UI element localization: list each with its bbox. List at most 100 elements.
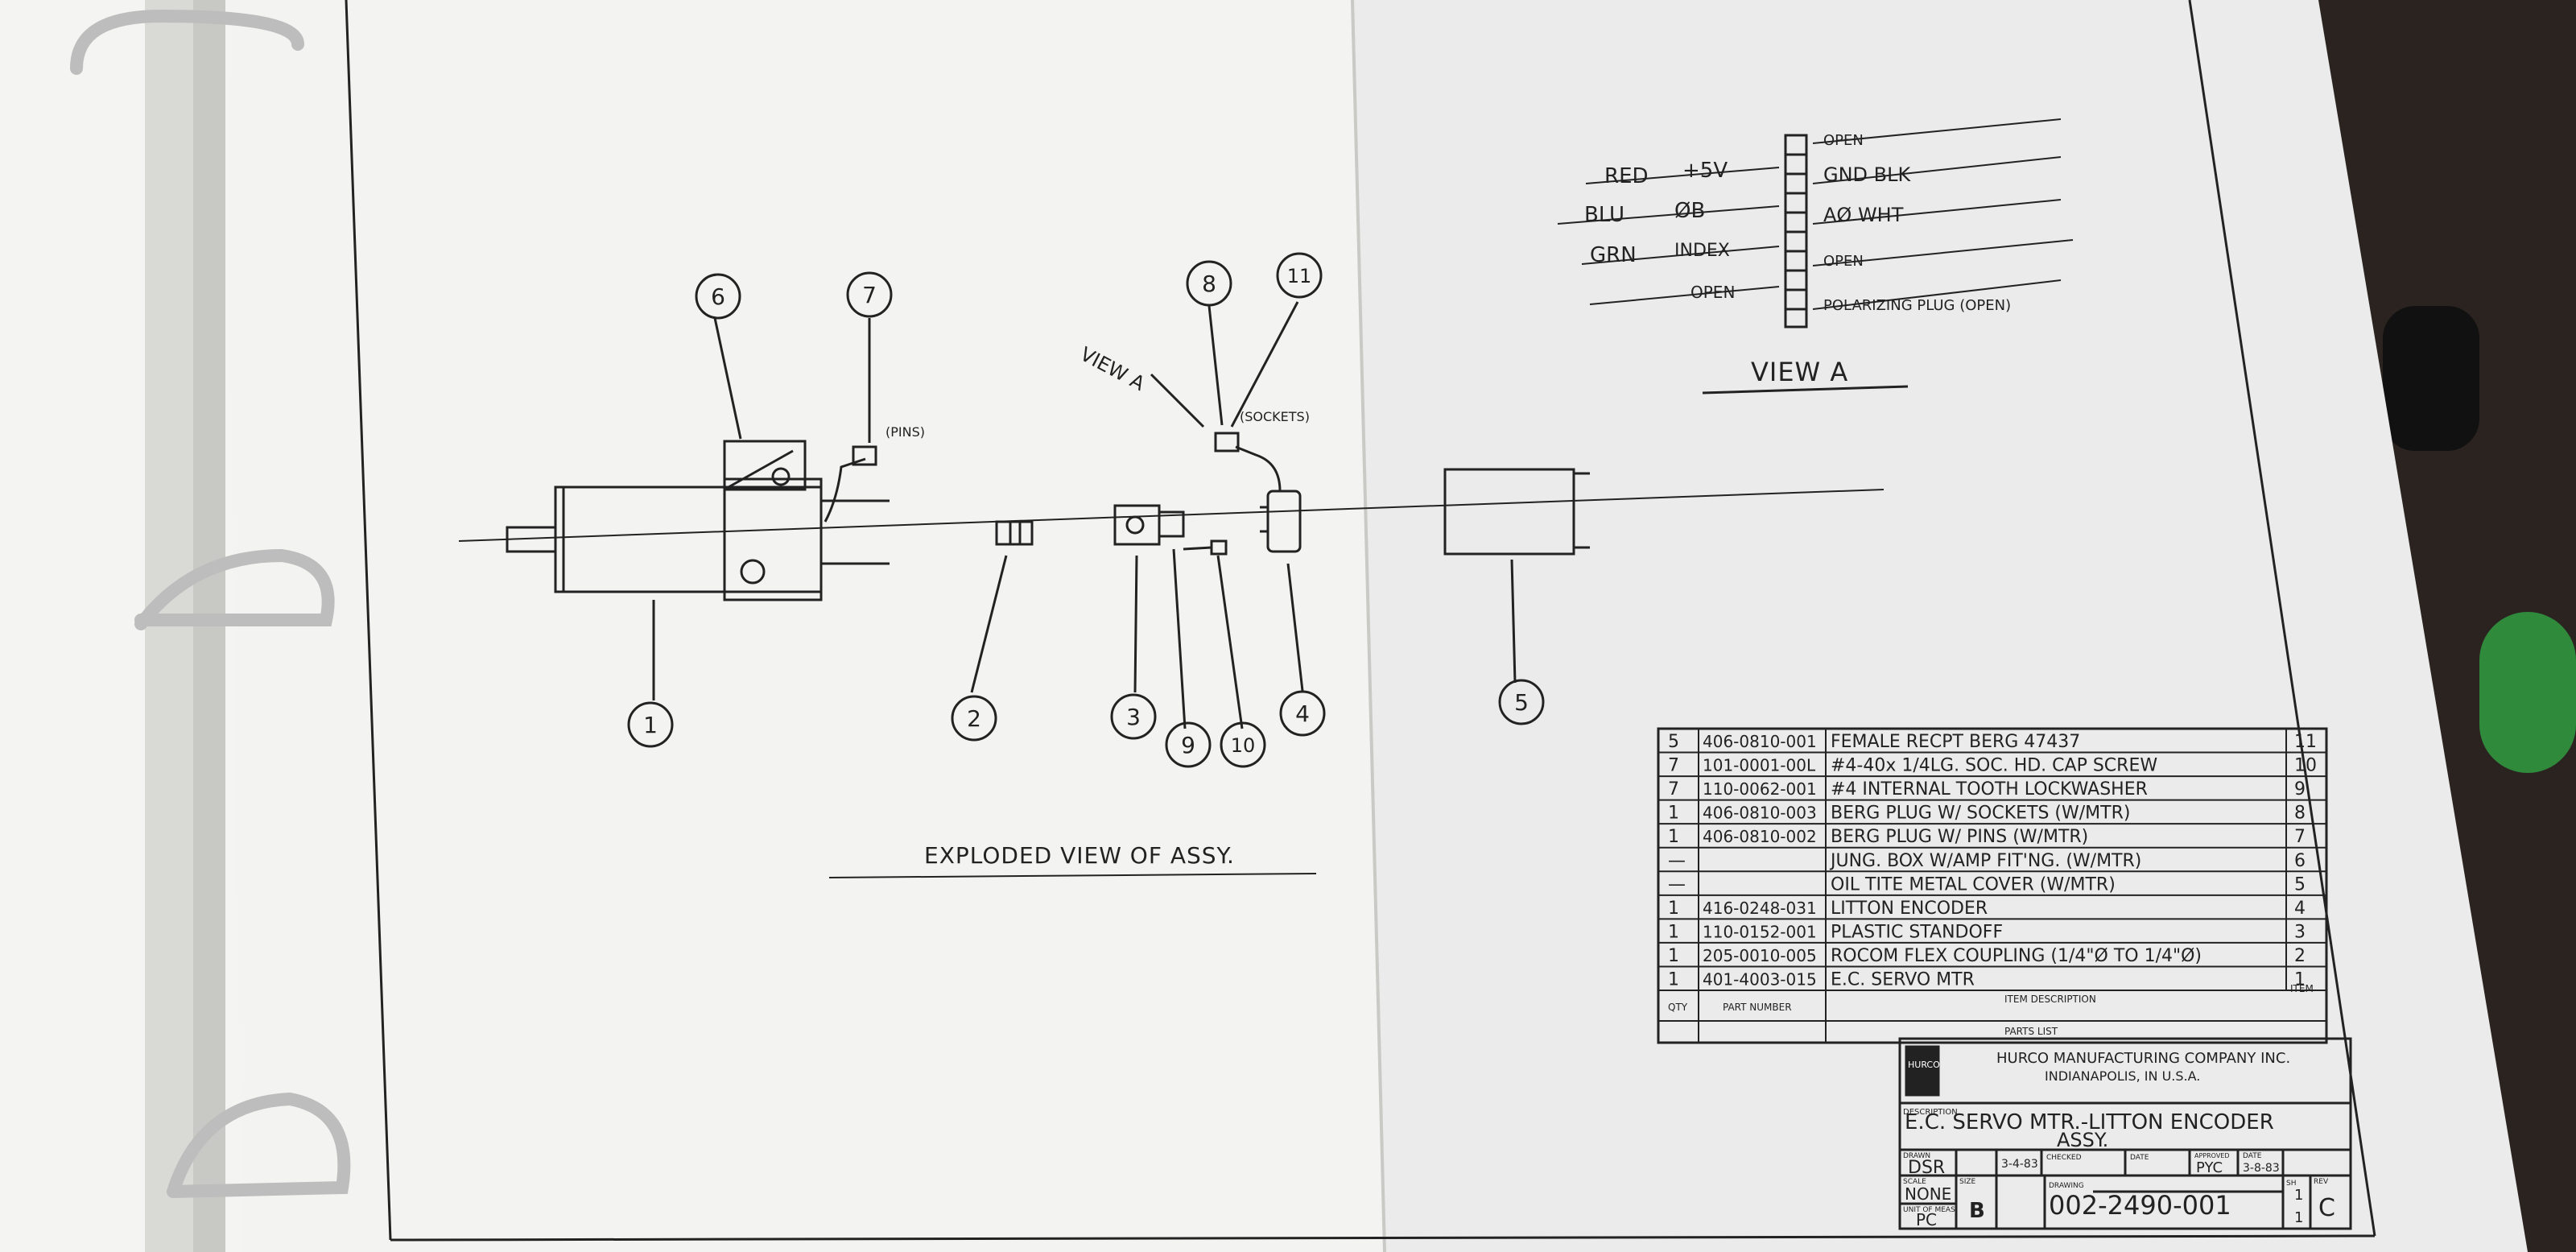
parts-row-item: 5	[2294, 874, 2306, 895]
view-a-right-2: AØ WHT	[1823, 204, 1904, 226]
parts-row-qty: 1	[1668, 922, 1679, 942]
dark-object	[2383, 306, 2479, 451]
parts-row-qty: 1	[1668, 970, 1679, 990]
view-a-right-3: OPEN	[1823, 253, 1864, 270]
approved-label: APPROVED	[2194, 1152, 2230, 1159]
parts-header-item: ITEM	[2290, 983, 2314, 994]
parts-row-part: 110-0152-001	[1703, 922, 1817, 941]
view-a-right-4: POLARIZING PLUG (OPEN)	[1823, 297, 2011, 314]
sockets-label: (SOCKETS)	[1240, 409, 1310, 424]
parts-row-item: 2	[2294, 946, 2306, 966]
exploded-view-caption: EXPLODED VIEW OF ASSY.	[924, 842, 1235, 869]
parts-row-item: 10	[2294, 756, 2317, 776]
rev-label: REV	[2314, 1178, 2329, 1186]
parts-header-qty: QTY	[1668, 1002, 1688, 1013]
parts-row-item: 9	[2294, 779, 2306, 800]
parts-row-qty: —	[1668, 851, 1686, 871]
callout-11-label: 11	[1287, 265, 1312, 287]
title-block	[1898, 1037, 2352, 1230]
drawing-number: 002-2490-001	[2049, 1190, 2231, 1221]
socket-cable	[1235, 445, 1282, 492]
junction-box	[723, 440, 807, 491]
parts-header-desc: ITEM DESCRIPTION	[2004, 994, 2096, 1005]
parts-row-item: 11	[2294, 732, 2317, 752]
parts-row-qty: —	[1668, 874, 1686, 895]
drawing-sheet-right	[1352, 0, 2528, 1252]
scale-label: SCALE	[1903, 1178, 1926, 1186]
parts-row-part: 406-0810-001	[1703, 732, 1817, 751]
binder-ring-top	[70, 9, 304, 75]
callout-4-label: 4	[1295, 700, 1310, 727]
callout-9-label: 9	[1181, 732, 1195, 758]
callout-6-label: 6	[711, 283, 725, 310]
size-value: B	[1969, 1199, 1985, 1223]
parts-row-desc: OIL TITE METAL COVER (W/MTR)	[1831, 874, 2116, 895]
callout-8-label: 8	[1202, 271, 1216, 297]
view-a-right-0: OPEN	[1823, 132, 1864, 149]
view-a-left-color-0: RED	[1604, 164, 1649, 188]
cap-screw	[1210, 539, 1228, 556]
sheet-label: SH	[2286, 1180, 2296, 1188]
flex-coupling	[995, 520, 1034, 546]
parts-row-item: 3	[2294, 922, 2306, 942]
callout-1	[627, 701, 674, 748]
parts-row-qty: 1	[1668, 899, 1679, 919]
callouts	[627, 252, 1545, 768]
callout-8	[1186, 260, 1232, 307]
parts-header-part: PART NUMBER	[1723, 1002, 1792, 1013]
rev-value: C	[2318, 1194, 2335, 1222]
view-a-left-color-2: GRN	[1590, 243, 1637, 267]
view-a-left-signal-0: +5V	[1682, 159, 1728, 183]
view-a-connector	[1557, 118, 2074, 328]
callout-9	[1165, 721, 1212, 768]
parts-row-desc: PLASTIC STANDOFF	[1831, 922, 2003, 942]
callout-3	[1110, 693, 1157, 740]
binder-ring-middle	[134, 548, 335, 630]
callout-10	[1220, 721, 1266, 768]
view-a-left-color-1: BLU	[1584, 203, 1624, 227]
parts-row-desc: FEMALE RECPT BERG 47437	[1831, 732, 2080, 752]
parts-row-desc: LITTON ENCODER	[1831, 899, 1988, 919]
view-a-title: VIEW A	[1751, 357, 1848, 387]
callout-5-label: 5	[1514, 689, 1529, 716]
parts-row-desc: JUNG. BOX W/AMP FIT'NG. (W/MTR)	[1829, 851, 2141, 871]
parts-row-desc: #4 INTERNAL TOOTH LOCKWASHER	[1831, 779, 2148, 800]
oil-tite-cover	[1443, 468, 1575, 556]
parts-row-qty: 1	[1668, 827, 1679, 847]
pin-cable	[824, 457, 866, 523]
parts-row-desc: ROCOM FLEX COUPLING (1/4"Ø TO 1/4"Ø)	[1831, 946, 2202, 966]
callout-7-label: 7	[862, 282, 877, 308]
checked-label: CHECKED	[2046, 1154, 2082, 1162]
description-label: DESCRIPTION	[1903, 1108, 1958, 1117]
parts-row-item: 8	[2294, 804, 2306, 824]
drawn-value: DSR	[1908, 1158, 1945, 1178]
parts-row-part: 406-0810-003	[1703, 804, 1817, 823]
parts-row-qty: 7	[1668, 779, 1679, 800]
green-object	[2479, 612, 2576, 773]
parts-row-part: 416-0248-031	[1703, 899, 1817, 918]
description-line2: ASSY.	[2057, 1129, 2108, 1151]
parts-row-desc: E.C. SERVO MTR	[1831, 970, 1975, 990]
view-a-left-signal-1: ØB	[1674, 199, 1705, 223]
parts-row-part: 110-0062-001	[1703, 779, 1817, 799]
view-a-left-signal-3: OPEN	[1690, 283, 1735, 302]
binder-ring-bottom	[167, 1092, 351, 1198]
unit-value: PC	[1916, 1210, 1937, 1229]
parts-row-qty: 1	[1668, 804, 1679, 824]
approved-value: PYC	[2196, 1159, 2223, 1176]
unit-label: UNIT OF MEAS	[1903, 1206, 1955, 1214]
parts-row-item: 6	[2294, 851, 2306, 871]
parts-row-desc: BERG PLUG W/ PINS (W/MTR)	[1831, 827, 2088, 847]
parts-row-part: 401-4003-015	[1703, 970, 1817, 990]
scale-value: NONE	[1905, 1184, 1951, 1204]
view-a-right-1: GND BLK	[1823, 163, 1911, 186]
drawing-label: DRAWING	[2049, 1182, 2084, 1190]
date-label: DATE	[2130, 1154, 2149, 1162]
parts-row-qty: 1	[1668, 946, 1679, 966]
sheet-of-value: 1	[2294, 1209, 2303, 1226]
callout-2-label: 2	[967, 705, 981, 732]
drawn-date: 3-4-83	[2001, 1158, 2038, 1171]
callout-7	[846, 271, 893, 318]
